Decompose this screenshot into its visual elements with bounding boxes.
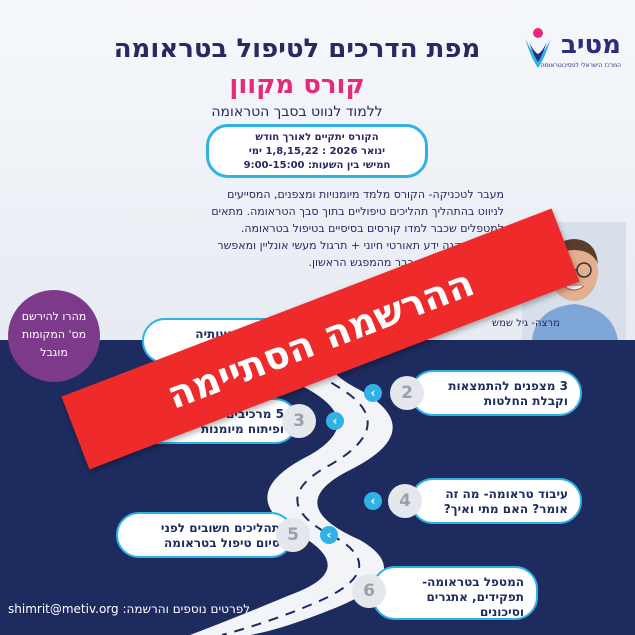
brand-logo: [521, 22, 621, 74]
step-text: ופיתוח מיומנות: [200, 422, 284, 436]
step-text: תהליכים חשובים לפני: [160, 521, 280, 535]
page-title: מפת הדרכים לטיפול בטראומה: [113, 34, 481, 64]
step-text: עיבוד טראומה- מה זה: [445, 487, 568, 501]
roadmap-step-5: תהליכים חשובים לפני סיום טיפול בטראומה: [116, 512, 294, 558]
contact-email[interactable]: shimrit@metiv.org: [8, 602, 119, 616]
step-text: 3 מצפנים להתמצאות: [448, 379, 568, 393]
description-line: לניווט בהתהליך תהליכים טיפוליים בתוך סבך…: [211, 205, 504, 218]
tagline: ללמוד לנווט בסבך הטראומה: [211, 104, 383, 120]
chevron-icon: ‹: [320, 526, 338, 544]
step-text: תפקידים, אתגרים: [426, 590, 524, 604]
schedule-line: חמישי בין השעות: 9:00-15:00: [243, 160, 391, 171]
cta-line: מהרו להירשם: [21, 310, 87, 323]
brand-name: מטיב: [561, 30, 621, 60]
page-subtitle: קורס מקוון: [229, 70, 365, 100]
step-text: וקבלת החלטות: [483, 394, 568, 408]
presenter-label: מרצה- גיל שמש: [492, 318, 560, 329]
schedule-line: ינואר 2026 : 1,8,15,22 ימי: [248, 146, 386, 157]
roadmap-step-4: עיבוד טראומה- מה זה אומר? האם מתי ואיך?: [410, 478, 582, 524]
step-number-5: 5: [276, 518, 310, 552]
description-line: למטפלים שכבר למדו קורסים בסיסיים בטיפול …: [240, 222, 504, 235]
chevron-icon: ‹: [364, 492, 382, 510]
step-number-4: 4: [388, 484, 422, 518]
step-text: אומר? האם מתי ואיך?: [443, 502, 568, 516]
step-number-3: 3: [282, 404, 316, 438]
cta-line: מס' המקומות: [21, 328, 87, 341]
contact-label: לפרטים נוספים והרשמה:: [122, 602, 251, 616]
roadmap-step-6: המטפל בטראומה- תפקידים, אתגרים וסיכונים: [372, 566, 538, 620]
step-text: המטפל בטראומה-: [422, 575, 524, 589]
chevron-icon: ‹: [326, 412, 344, 430]
step-number-2: 2: [390, 376, 424, 410]
schedule-line: הקורס יתקיים לאורך חודש: [255, 132, 379, 143]
step-text: סיום טיפול בטראומה: [164, 536, 280, 550]
chevron-icon: ‹: [364, 384, 382, 402]
roadmap-step-2: 3 מצפנים להתמצאות וקבלת החלטות: [410, 370, 582, 416]
description-line: מעבר לטכניקה- הקורס מלמד מיומנויות ומצפנ…: [227, 188, 504, 201]
step-text: וסיכונים: [479, 605, 524, 619]
contact-footer: shimrit@metiv.org לפרטים נוספים והרשמה:: [8, 602, 250, 616]
logo-mark-icon: [525, 28, 551, 68]
step-number-6: 6: [352, 574, 386, 608]
register-cta[interactable]: מהרו להירשם מס' המקומות מוגבל: [8, 290, 100, 382]
cta-line: מוגבל: [40, 346, 68, 359]
brand-subtitle: המרכז הישראלי לפסיכוטראומה: [540, 62, 621, 69]
description-line: הקורס מקנה ידע תאורטי חיוני + תרגול מעשי…: [217, 239, 504, 252]
road-graphic: [190, 320, 393, 635]
schedule-box: הקורס יתקיים לאורך חודש ינואר 2026 : 1,8…: [206, 124, 428, 178]
